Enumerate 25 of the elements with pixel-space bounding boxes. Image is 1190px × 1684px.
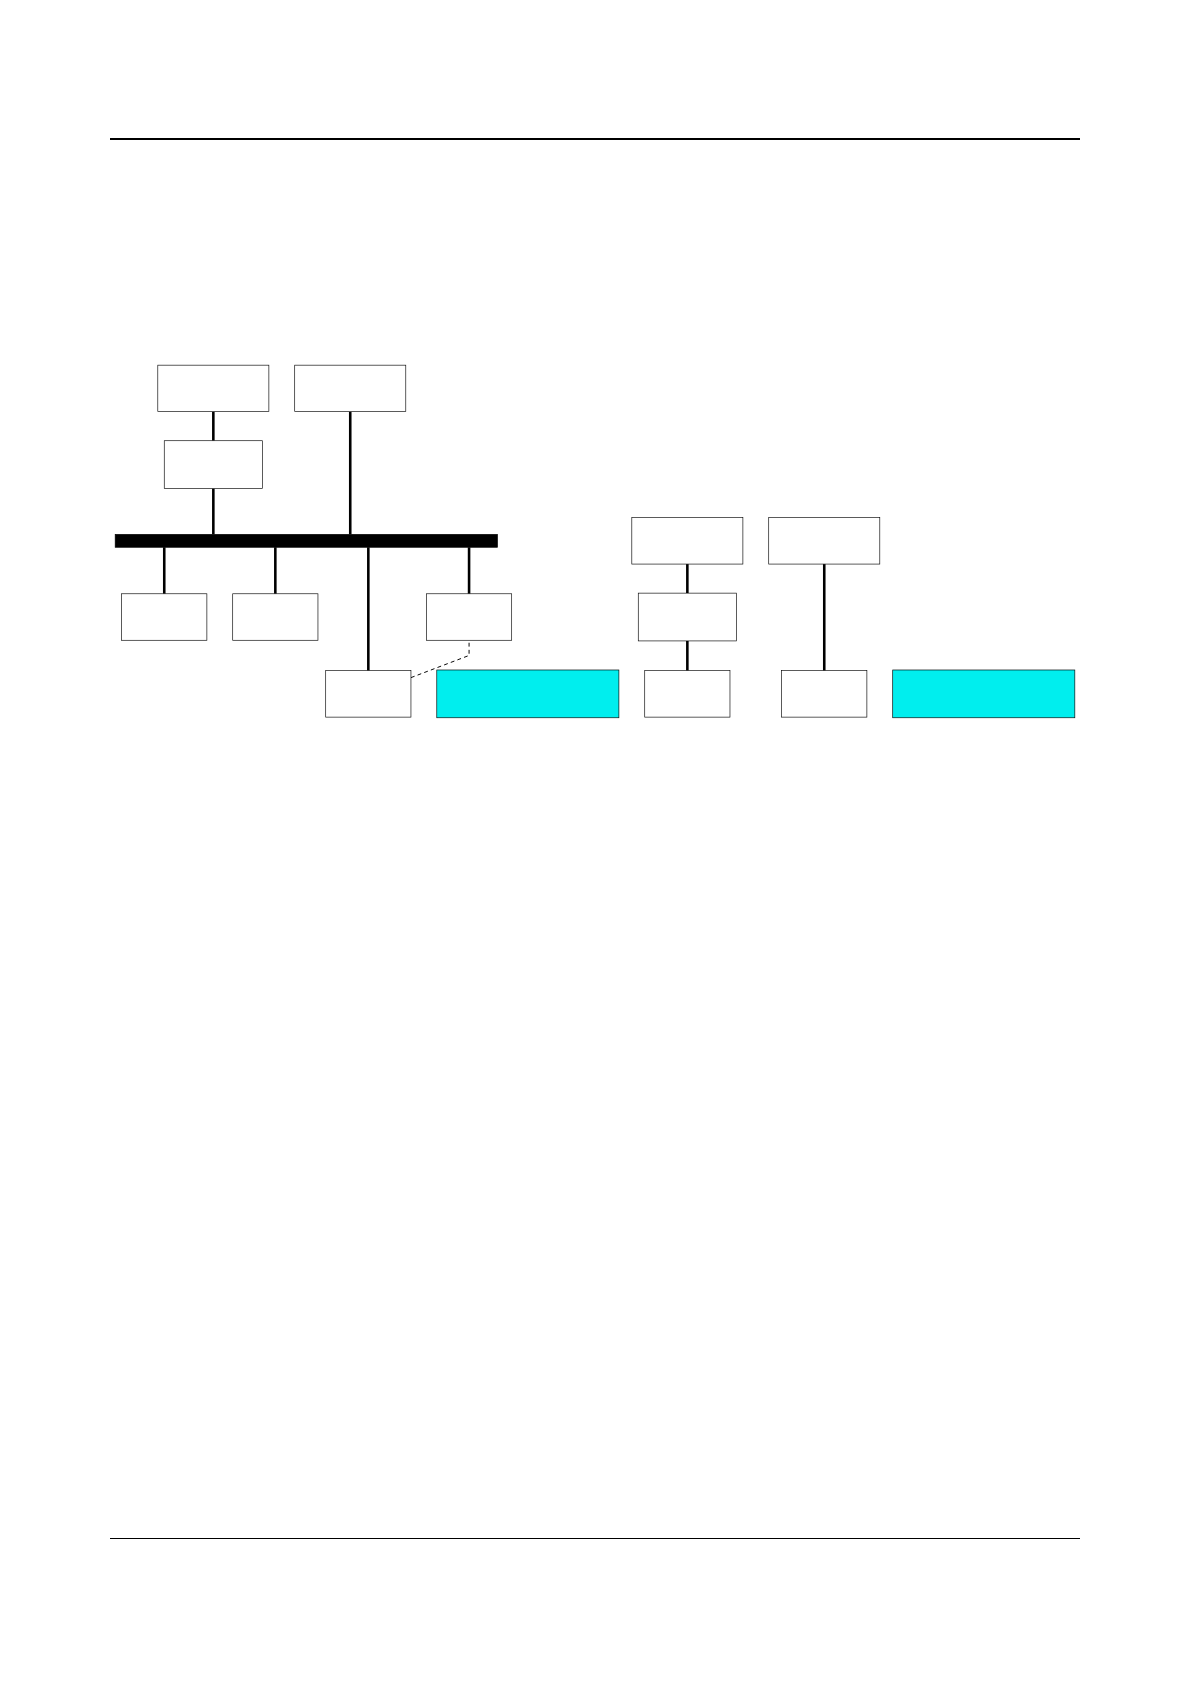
node-box <box>781 670 868 718</box>
node-box <box>892 669 1076 719</box>
node-bar <box>114 534 498 548</box>
node-box <box>631 517 744 565</box>
node-box <box>436 669 620 719</box>
node-box <box>232 593 319 641</box>
node-box <box>325 670 412 718</box>
node-box <box>644 670 731 718</box>
connector <box>686 640 689 671</box>
node-box <box>426 593 512 641</box>
node-box <box>637 592 737 642</box>
connector <box>274 547 277 594</box>
connector <box>212 488 215 535</box>
connector <box>467 547 471 594</box>
connector <box>686 564 689 594</box>
node-box <box>121 593 208 641</box>
connector <box>162 547 166 594</box>
connector <box>212 411 215 441</box>
connector <box>822 564 826 671</box>
connector <box>367 547 370 671</box>
node-box <box>294 364 407 412</box>
connector <box>348 411 352 535</box>
node-box <box>768 517 881 565</box>
node-box <box>163 440 263 489</box>
node-box <box>157 364 270 412</box>
